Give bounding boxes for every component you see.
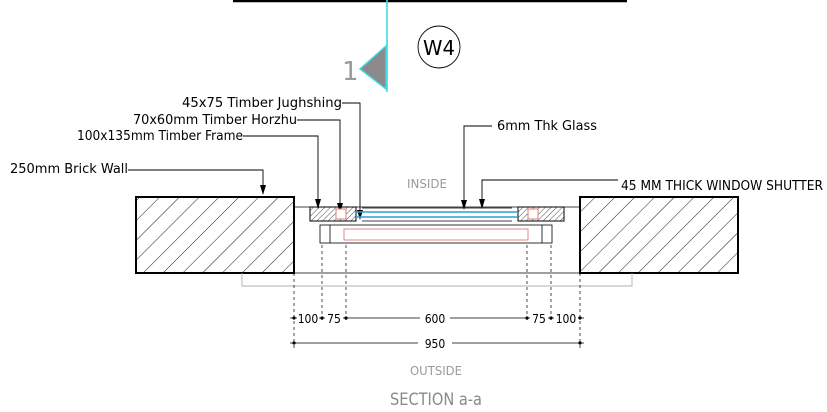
- section-title: SECTION a-a: [390, 390, 482, 410]
- window-tag: W4: [423, 36, 455, 60]
- leader-horzhu: [297, 119, 341, 212]
- section-arrow-icon: [358, 44, 387, 91]
- leader-shutter: [481, 179, 618, 207]
- leader-arrow-frame: [315, 199, 321, 209]
- leader-arrow-glass: [461, 200, 467, 210]
- dim-950: 950: [425, 337, 446, 351]
- timber-frame-right: [517, 206, 565, 222]
- label-outside: OUTSIDE: [410, 364, 462, 378]
- label-glass: 6mm Thk Glass: [497, 119, 597, 134]
- label-brick-wall: 250mm Brick Wall: [10, 162, 128, 177]
- leader-brick: [128, 169, 264, 193]
- brick-wall-right: [579, 196, 739, 274]
- label-timber-jughshing: 45x75 Timber Jughshing: [182, 96, 342, 111]
- window-tag-circle: [417, 25, 461, 69]
- dim-75-left: 75: [327, 312, 341, 326]
- sill-outline: [241, 273, 633, 287]
- timber-frame-left: [309, 206, 357, 222]
- label-timber-horzhu: 70x60mm Timber Horzhu: [133, 113, 297, 128]
- dim-ticks-row2: [292, 341, 582, 345]
- leader-glass: [463, 125, 492, 208]
- brick-wall-left: [135, 196, 295, 274]
- leader-arrow-shutter: [479, 199, 485, 209]
- section-number: 1: [342, 57, 359, 87]
- label-shutter: 45 MM THICK WINDOW SHUTTER: [621, 179, 823, 194]
- dim-600: 600: [425, 312, 446, 326]
- leader-jughshing: [342, 102, 361, 218]
- reveal-frame: [319, 224, 553, 244]
- dim-100-right: 100: [556, 312, 577, 326]
- timber-horzhu-right: [527, 208, 539, 220]
- leader-arrow-brick: [260, 185, 266, 195]
- label-timber-frame: 100x135mm Timber Frame: [77, 129, 243, 144]
- dim-ticks-row1: [292, 316, 582, 320]
- timber-horzhu-left: [335, 208, 347, 220]
- dim-100-left: 100: [298, 312, 319, 326]
- label-inside: INSIDE: [407, 177, 447, 191]
- dim-75-right: 75: [532, 312, 546, 326]
- reveal-inner: [343, 228, 529, 241]
- leader-frame: [243, 135, 319, 208]
